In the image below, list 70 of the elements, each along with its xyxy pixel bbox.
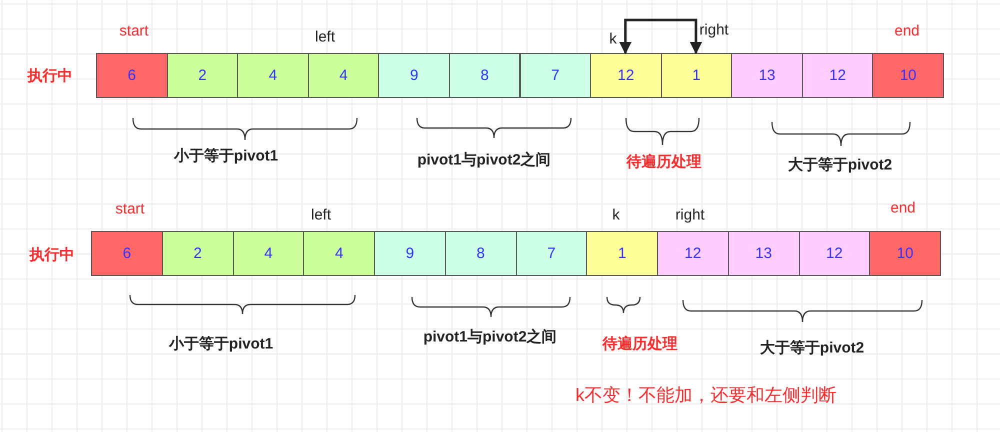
array-cell (660, 53, 732, 98)
cell-value: 8 (480, 67, 489, 84)
array-cell (162, 231, 234, 276)
pointer-label: start (115, 200, 145, 218)
note-text: k不变！不能加，还要和左侧判断 (576, 384, 836, 407)
pointer-label: start (119, 22, 149, 40)
array-cell (378, 53, 450, 98)
cell-value: 6 (122, 245, 132, 262)
cell-value: 9 (406, 245, 414, 262)
pointer-label: end (894, 22, 920, 40)
cell-value: 13 (755, 245, 772, 262)
cell-value: 13 (758, 67, 776, 84)
cell-value: 1 (692, 67, 701, 84)
cell-value: 12 (618, 67, 634, 84)
array-cell (872, 53, 944, 98)
range-label: 小于等于pivot1 (168, 334, 274, 354)
range-label: 大于等于pivot2 (788, 156, 892, 174)
cell-value: 7 (547, 245, 556, 262)
cell-value: 6 (128, 67, 136, 84)
row-label: 执行中 (28, 66, 72, 86)
cell-value: 12 (826, 245, 843, 262)
cell-value: 4 (339, 67, 348, 84)
cell-value: 4 (334, 245, 344, 262)
array-cell (590, 53, 662, 98)
cell-value: 10 (900, 67, 917, 84)
array-cell (520, 53, 592, 98)
array-cell (91, 231, 163, 276)
cell-value: 1 (618, 245, 626, 262)
array-cell (798, 231, 870, 276)
array-cell (308, 53, 380, 98)
array-cell (374, 231, 446, 276)
cell-value: 12 (684, 245, 702, 262)
pointer-label: end (890, 200, 916, 216)
row-label: 执行中 (30, 246, 74, 264)
pointer-label: right (675, 206, 705, 224)
array-cell (802, 53, 874, 98)
cell-value: 7 (551, 67, 560, 84)
cell-value: 12 (829, 67, 846, 84)
array-cell (586, 231, 658, 276)
array-cell (869, 231, 941, 276)
cell-value: 8 (476, 245, 485, 262)
array-cell (657, 231, 729, 276)
cell-value: 4 (264, 245, 273, 262)
range-label: 大于等于pivot2 (760, 338, 864, 358)
cell-value: 10 (896, 245, 914, 262)
array-cell (728, 231, 800, 276)
range-label: 待遍历处理 (626, 152, 702, 172)
range-label: pivot1与pivot2之间 (423, 328, 557, 346)
pointer-label: left (311, 206, 331, 224)
array-cell (303, 231, 375, 276)
pointer-label: left (315, 28, 335, 46)
array-cell (444, 231, 516, 276)
range-label: pivot1与pivot2之间 (417, 150, 551, 170)
cell-value: 2 (193, 245, 202, 262)
pointer-label: right (699, 22, 729, 38)
array-cell (96, 53, 168, 98)
array-cell (166, 53, 238, 98)
array-cell (516, 231, 588, 276)
pointer-label: k (612, 206, 620, 224)
range-label: 待遍历处理 (602, 334, 678, 354)
cell-value: 4 (268, 67, 278, 84)
cell-value: 2 (198, 67, 207, 84)
array-cell (448, 53, 520, 98)
array-cell (237, 53, 309, 98)
swap-arrow (619, 18, 702, 54)
range-label: 小于等于pivot1 (174, 146, 278, 166)
array-cell (731, 53, 803, 98)
array-cell (232, 231, 304, 276)
pointer-label: k (609, 30, 617, 48)
cell-value: 9 (410, 67, 418, 84)
